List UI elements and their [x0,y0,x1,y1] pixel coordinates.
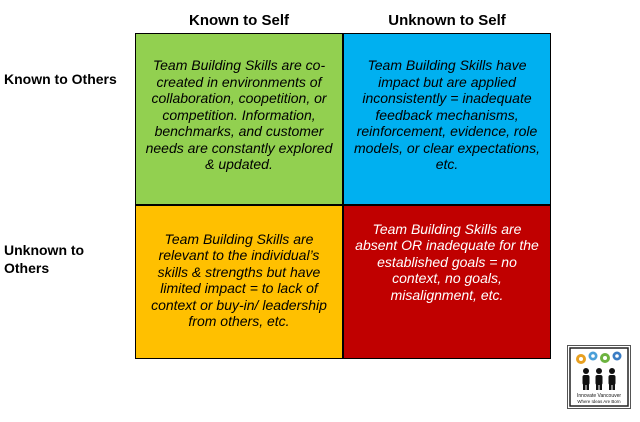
person-icon [608,368,616,390]
column-header-unknown-to-self: Unknown to Self [388,12,506,29]
quadrant-bottom-right-text: Team Building Skills are absent OR inade… [355,220,539,303]
logo-line2: Where Ideas Are Born [577,399,621,404]
quadrant-bottom-left-text: Team Building Skills are relevant to the… [151,230,327,330]
person-icon [582,368,590,390]
innovate-vancouver-logo: Innovate Vancouver Where Ideas Are Born [567,345,631,409]
logo-line1: Innovate Vancouver [577,393,621,399]
gear-icon [600,353,610,363]
gear-icon [588,351,598,361]
column-header-known-to-self: Known to Self [189,12,289,29]
gear-icon [576,354,586,364]
johari-window-grid: Team Building Skills are co-created in e… [135,33,551,359]
gears-and-people-logo-icon: Innovate Vancouver Where Ideas Are Born [569,347,629,407]
quadrant-top-right: Team Building Skills have impact but are… [344,34,550,204]
person-icon [595,368,603,390]
quadrant-top-right-text: Team Building Skills have impact but are… [354,57,540,173]
row-header-known-to-others: Known to Others [4,71,117,87]
gear-icon [612,351,622,361]
row-header-unknown-to-others: Unknown to Others [4,242,85,276]
quadrant-bottom-right: Team Building Skills are absent OR inade… [344,206,550,358]
quadrant-top-left: Team Building Skills are co-created in e… [136,34,342,204]
quadrant-bottom-left: Team Building Skills are relevant to the… [136,206,342,358]
quadrant-top-left-text: Team Building Skills are co-created in e… [145,57,333,173]
